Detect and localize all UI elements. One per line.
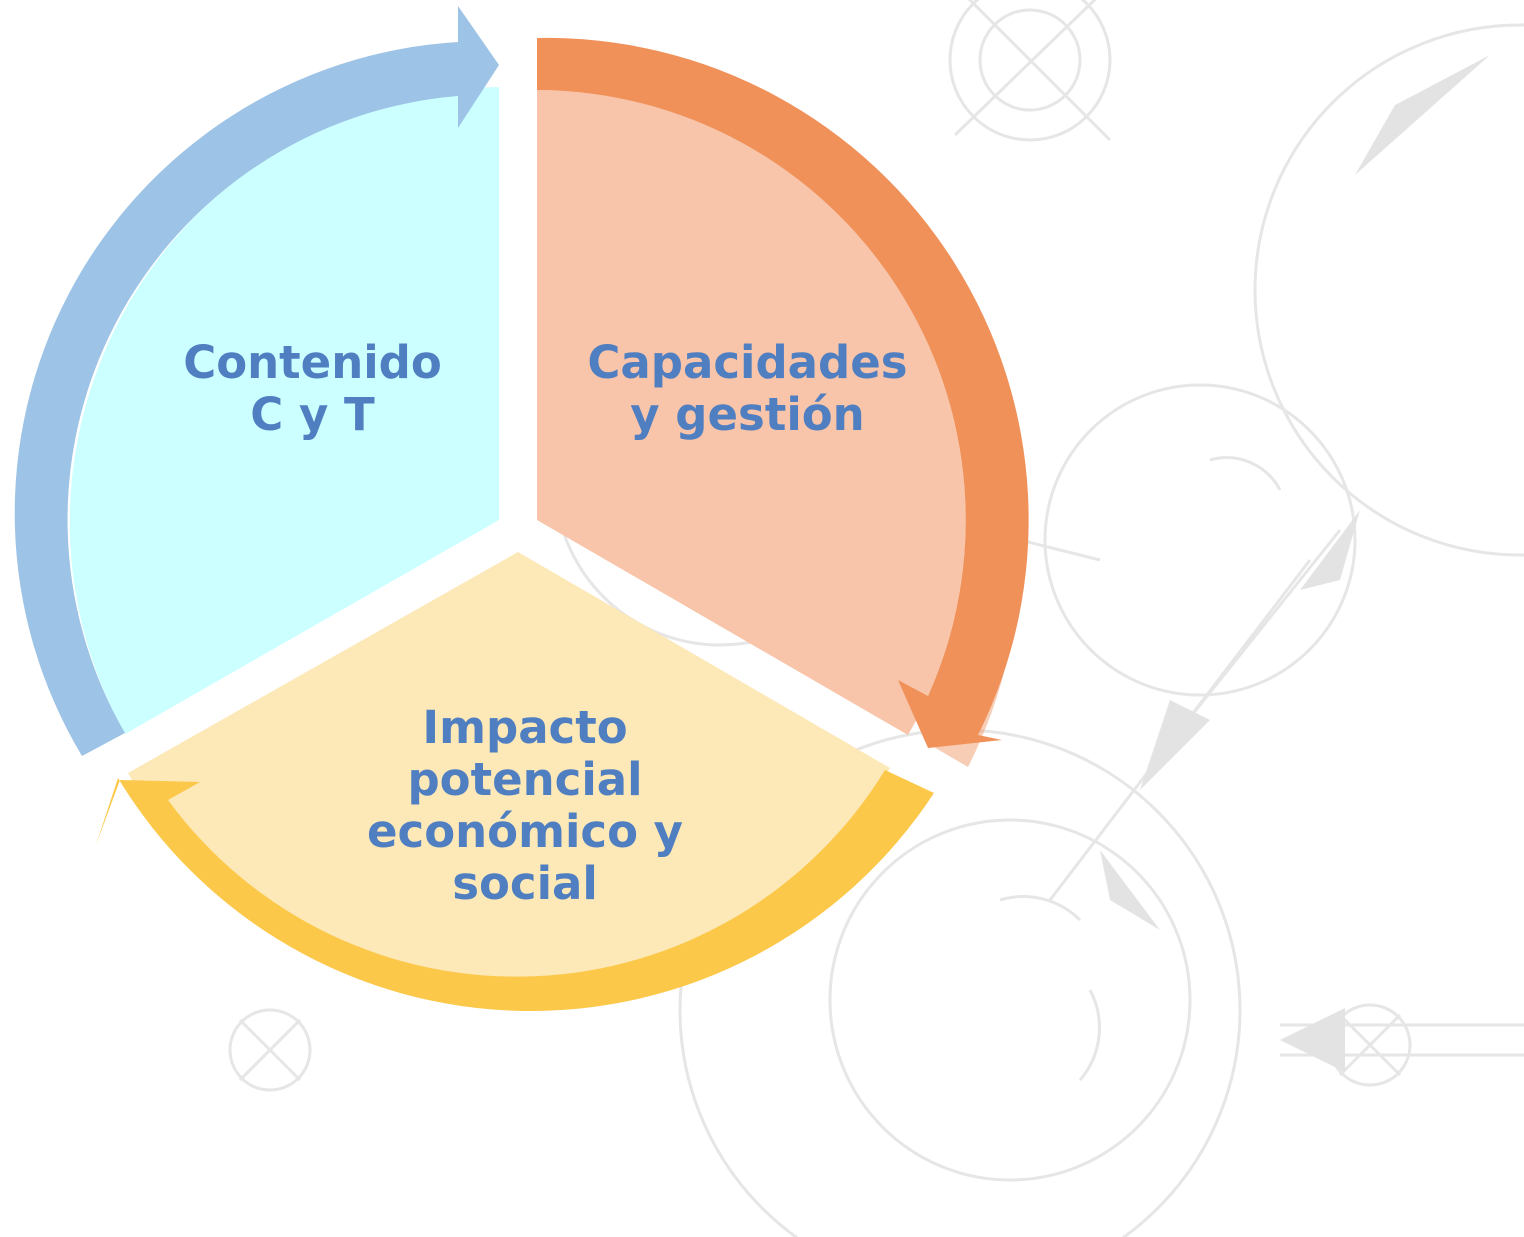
segment-impacto-line: potencial <box>407 753 643 806</box>
segment-capacidades-label: Capacidades y gestión <box>560 337 935 441</box>
segment-capacidades-line: Capacidades <box>587 336 908 389</box>
segment-impacto-label: Impacto potencial económico y social <box>330 702 720 910</box>
segment-contenido <box>69 87 499 734</box>
segment-impacto-line: económico y <box>367 805 683 858</box>
segment-impacto <box>128 552 890 1002</box>
segment-impacto-line: Impacto <box>422 701 628 754</box>
arrow-capacidades <box>537 37 1029 749</box>
segment-impacto-line: social <box>452 857 598 910</box>
arrow-contenido <box>14 6 500 756</box>
segment-contenido-label: Contenido C y T <box>150 337 475 441</box>
arrow-impacto <box>96 770 934 1012</box>
segment-capacidades-line: y gestión <box>630 388 865 441</box>
segment-contenido-line: C y T <box>250 388 375 441</box>
segment-contenido-line: Contenido <box>183 336 442 389</box>
segment-capacidades <box>537 90 966 735</box>
